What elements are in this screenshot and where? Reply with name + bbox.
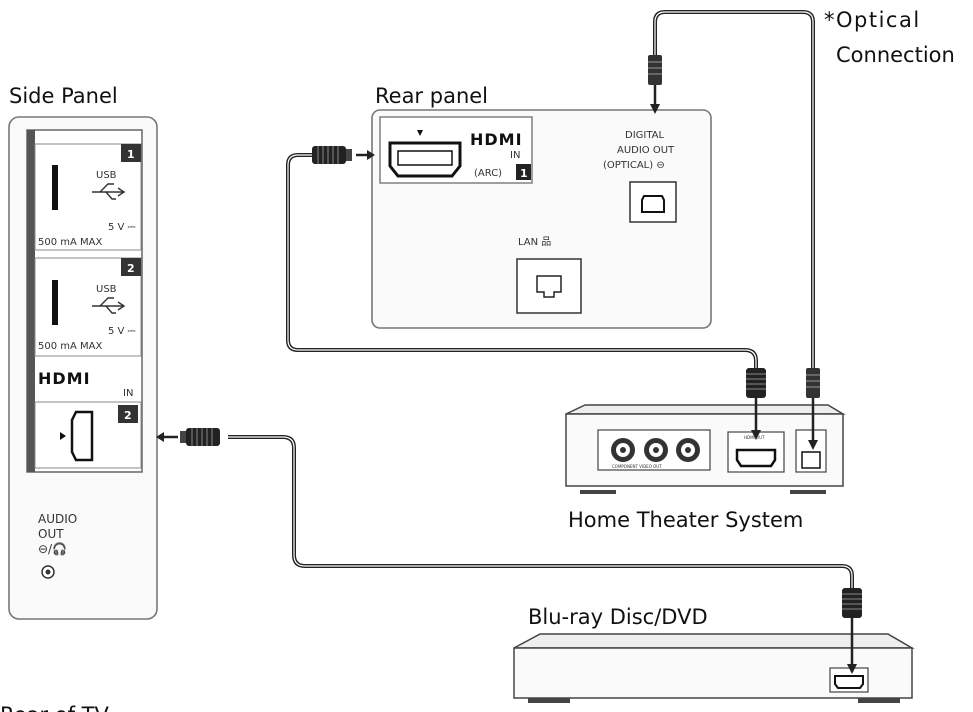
- arrow-icon: [367, 150, 375, 160]
- side-hdmi-arrow-icon: [60, 432, 66, 440]
- audio-line3: ⊖/🎧: [38, 542, 67, 556]
- lan-socket-icon: [536, 275, 562, 298]
- home-theater-system: COMPONENT VIDEO OUT HDMI OUT: [565, 404, 846, 494]
- lan-port: [516, 258, 582, 314]
- rear-panel-label: Rear panel: [375, 84, 488, 108]
- hdmi-plug-rear: [312, 146, 375, 164]
- hdmi-plug-ht: [746, 368, 766, 440]
- side-panel-label: Side Panel: [9, 84, 118, 108]
- usb1-slot: [52, 165, 58, 210]
- side-audio-out: AUDIO OUT ⊖/🎧: [38, 512, 77, 579]
- arrow-icon: [156, 432, 164, 442]
- rear-hdmi-logo: HDMI: [470, 130, 523, 149]
- side-hdmi-in: IN: [123, 388, 133, 399]
- rear-hdmi-arrow-icon: [417, 130, 423, 136]
- bottom-partial-label: Rear of TV: [0, 703, 109, 712]
- rear-panel: HDMI IN (ARC) 1 DIGITAL AUDIO OUT (OPTIC…: [371, 109, 712, 329]
- arrow-icon: [751, 430, 761, 440]
- audio-line1: AUDIO: [38, 512, 77, 526]
- lan-label: LAN 品: [518, 236, 551, 248]
- usb1-current: 500 mA MAX: [38, 237, 102, 248]
- rear-hdmi-number: 1: [520, 167, 528, 180]
- arrow-icon: [808, 440, 818, 450]
- usb1-label: USB: [96, 170, 117, 181]
- optical-port: [629, 181, 677, 223]
- audio-line2: OUT: [38, 527, 64, 541]
- connection-label: Connection: [836, 43, 955, 67]
- side-hdmi-port-2: HDMI IN 2: [34, 369, 142, 469]
- usb2-label: USB: [96, 284, 117, 295]
- optical-label: *Optical: [824, 8, 921, 32]
- hdmi-plug-side: [156, 428, 220, 446]
- optical-plug-ht: [806, 368, 820, 450]
- bluray-label: Blu-ray Disc/DVD: [528, 605, 708, 629]
- usb2-number: 2: [127, 262, 135, 275]
- usb1-number: 1: [127, 148, 135, 161]
- usb-port-2: 2 USB 5 V ⎓ 500 mA MAX: [34, 257, 142, 357]
- usb2-current: 500 mA MAX: [38, 341, 102, 352]
- side-hdmi-logo: HDMI: [38, 369, 91, 388]
- arrow-icon: [650, 104, 660, 114]
- component-video-label: COMPONENT VIDEO OUT: [612, 464, 662, 469]
- side-panel: 1 USB 5 V ⎓ 500 mA MAX 2 USB 5 V ⎓ 500 m…: [8, 116, 158, 620]
- rear-hdmi-in: IN: [510, 150, 520, 161]
- usb1-icon: [92, 183, 126, 200]
- optical-plug-tv: [648, 55, 662, 114]
- usb2-slot: [52, 280, 58, 325]
- ht-hdmi-out-label: HDMI OUT: [744, 435, 765, 440]
- bluray-player: [513, 633, 915, 703]
- side-hdmi-number: 2: [124, 409, 132, 422]
- side-hdmi-socket: [70, 410, 94, 462]
- digital-line1: DIGITAL: [625, 130, 665, 141]
- optical-socket-icon: [641, 195, 665, 213]
- usb2-icon: [92, 297, 126, 314]
- hdmi-plug-bluray: [842, 588, 862, 674]
- usb-port-1: 1 USB 5 V ⎓ 500 mA MAX: [34, 143, 142, 251]
- digital-line3: (OPTICAL) ⊖: [603, 160, 665, 171]
- usb2-power: 5 V ⎓: [108, 326, 136, 337]
- digital-line2: AUDIO OUT: [617, 145, 675, 156]
- home-theater-label: Home Theater System: [568, 508, 803, 532]
- usb1-power: 5 V ⎓: [108, 222, 136, 233]
- rear-hdmi-arc: (ARC): [474, 168, 502, 179]
- arrow-icon: [847, 664, 857, 674]
